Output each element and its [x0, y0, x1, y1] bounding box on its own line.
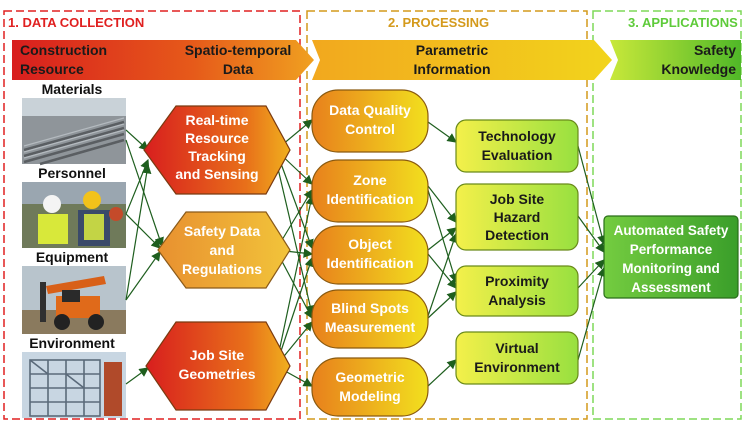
zone-line-1: Zone [353, 172, 387, 188]
hexagon-realtime-tracking: Real-time Resource Tracking and Sensing [143, 105, 291, 195]
arrow-personnel-to-regulations [125, 213, 161, 249]
node-proximity-analysis: Proximity Analysis [455, 265, 579, 317]
resource-label-materials: Materials [42, 81, 103, 97]
equipment-photo [22, 266, 126, 334]
banner-label-resource: Resource [20, 61, 84, 77]
hexagon-geometries-line-1: Job Site [190, 347, 245, 363]
node-data-quality-control: Data Quality Control [311, 89, 429, 153]
arrow-object-to-hazard [427, 227, 457, 251]
virtual-line-2: Environment [474, 359, 560, 375]
hexagon-regulations-line-3: Regulations [182, 261, 262, 277]
banner-label-spatio-temporal: Spatio-temporal [185, 42, 292, 58]
arrow-object-to-proximity [427, 253, 457, 289]
applications-frame [592, 10, 742, 420]
virtual-line-1: Virtual [495, 340, 538, 356]
modeling-line-1: Geometric [335, 369, 404, 385]
zone-line-2: Identification [326, 191, 413, 207]
arrow-zone-to-hazard [427, 185, 457, 223]
arrow-modeling-to-virtual [427, 359, 457, 387]
arrow-equipment-to-tracking [125, 163, 152, 301]
resource-label-equipment: Equipment [36, 249, 109, 265]
resource-label-environment: Environment [29, 335, 115, 351]
arrow-virtual-to-output [577, 266, 607, 361]
technology-line-1: Technology [478, 128, 556, 144]
banner-arrow-applications [610, 40, 741, 80]
node-virtual-environment: Virtual Environment [455, 331, 579, 385]
node-blind-spots-measurement: Blind Spots Measurement [311, 289, 429, 349]
arrow-geometries-to-zone [275, 194, 315, 367]
processing-frame [306, 10, 588, 420]
arrow-materials-to-regulations [125, 139, 164, 248]
arrow-hazard-to-output [577, 215, 605, 253]
banner-label-information: Information [414, 61, 491, 77]
hexagon-tracking-line-2: Resource [185, 130, 249, 146]
arrow-equipment-to-regulations [125, 251, 161, 301]
banner-label-construction: Construction [20, 42, 107, 58]
hazard-line-3: Detection [485, 227, 549, 243]
node-geometric-modeling: Geometric Modeling [311, 357, 429, 417]
banner-arrow-collection [12, 40, 314, 80]
resource-label-personnel: Personnel [38, 165, 106, 181]
hexagon-job-site-geometries: Job Site Geometries [145, 321, 291, 411]
banner-label-knowledge: Knowledge [661, 61, 736, 77]
environment-photo [22, 352, 126, 418]
proximity-line-2: Analysis [488, 292, 546, 308]
node-object-identification: Object Identification [311, 225, 429, 285]
arrow-blind-to-proximity [427, 291, 457, 319]
dqc-line-2: Control [345, 121, 395, 137]
node-job-site-hazard-detection: Job Site Hazard Detection [455, 183, 579, 251]
arrow-technology-to-output [577, 145, 607, 246]
hexagon-regulations-line-2: and [210, 242, 235, 258]
arrow-tracking-to-object [275, 149, 314, 250]
banner-label-data: Data [223, 61, 254, 77]
output-line-1: Automated Safety [614, 223, 729, 238]
object-line-1: Object [348, 236, 392, 252]
blind-line-2: Measurement [325, 319, 416, 335]
banner-label-safety: Safety [694, 42, 736, 58]
arrow-materials-to-tracking [125, 129, 149, 151]
arrow-environment-to-geometries [125, 367, 149, 385]
modeling-line-2: Modeling [339, 388, 400, 404]
hazard-line-2: Hazard [494, 209, 541, 225]
hazard-line-1: Job Site [490, 191, 545, 207]
personnel-photo [22, 182, 126, 248]
arrow-tracking-to-blind [275, 159, 315, 316]
arrow-geometries-to-object [275, 256, 314, 367]
node-automated-safety-assessment: Automated Safety Performance Monitoring … [603, 215, 739, 299]
output-line-2: Performance [630, 242, 713, 257]
arrow-dqc-to-technology [427, 121, 457, 143]
hexagon-safety-regulations: Safety Data and Regulations [157, 211, 291, 289]
arrow-proximity-to-output [577, 259, 605, 289]
blind-line-1: Blind Spots [331, 300, 409, 316]
banner-arrow-processing [312, 40, 612, 80]
technology-line-2: Evaluation [482, 147, 553, 163]
connector-arrows [125, 119, 607, 387]
arrow-zone-to-proximity [427, 189, 459, 284]
hexagon-tracking-line-4: and Sensing [175, 166, 258, 182]
section-title-applications: 3. APPLICATIONS [628, 15, 738, 30]
output-line-4: Assessment [631, 280, 711, 295]
arrow-blind-to-hazard [427, 232, 458, 317]
node-technology-evaluation: Technology Evaluation [455, 119, 579, 173]
node-zone-identification: Zone Identification [311, 159, 429, 223]
banner-label-parametric: Parametric [416, 42, 489, 58]
dqc-line-1: Data Quality [329, 102, 411, 118]
proximity-line-1: Proximity [485, 273, 549, 289]
object-line-2: Identification [326, 255, 413, 271]
hexagon-regulations-line-1: Safety Data [184, 223, 260, 239]
section-title-processing: 2. PROCESSING [388, 15, 489, 30]
materials-photo [22, 98, 126, 166]
section-title-data-collection: 1. DATA COLLECTION [8, 15, 144, 30]
hexagon-tracking-line-1: Real-time [185, 112, 248, 128]
output-line-3: Monitoring and [622, 261, 719, 276]
hexagon-geometries-line-2: Geometries [178, 366, 255, 382]
hexagon-tracking-line-3: Tracking [188, 148, 246, 164]
